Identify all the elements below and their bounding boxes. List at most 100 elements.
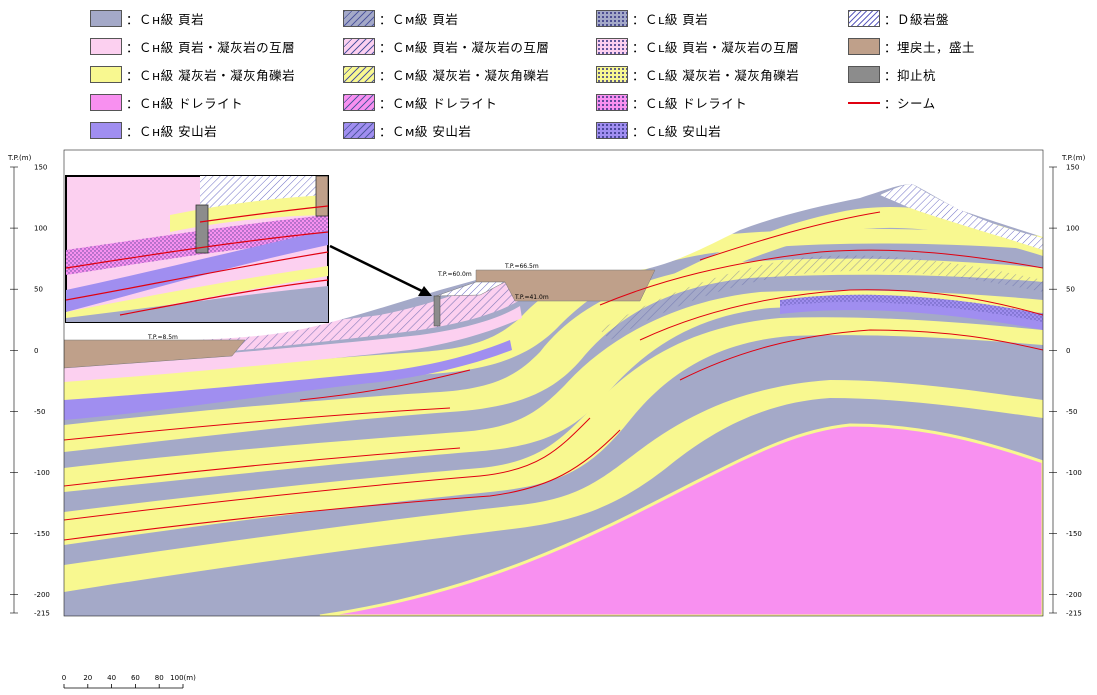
legend-label: ：シーム	[884, 95, 936, 111]
tuff-layer	[640, 207, 1043, 300]
elevation-label-8: T.P.=8.5m	[147, 334, 178, 341]
andesite-layer	[64, 340, 512, 420]
axis-tick-label: 150	[34, 164, 47, 172]
legend-swatch	[596, 9, 628, 27]
scale-tick-label: 20	[83, 674, 92, 682]
legend-swatch	[90, 65, 122, 83]
legend-item: ：シーム	[848, 92, 936, 112]
legend-swatch	[343, 37, 375, 55]
axis-tick-label: -50	[34, 408, 45, 416]
axis-tick-label: 0	[1066, 347, 1070, 355]
legend-label: ：Ｃʜ級 凝灰岩・凝灰角礫岩	[126, 67, 296, 83]
interbedded-layer	[64, 306, 522, 382]
legend-label: ：Ｃʟ級 頁岩・凝灰岩の互層	[632, 39, 800, 55]
axis-unit-label: T.P.(m)	[1061, 154, 1086, 162]
legend-label: ：Ｃᴍ級 凝灰岩・凝灰角礫岩	[379, 67, 550, 83]
elevation-label-60: T.P.=60.0m	[437, 271, 472, 278]
axis-unit-label: T.P.(m)	[7, 154, 32, 162]
restraining-pile	[433, 295, 441, 327]
axis-tick-label: 150	[1066, 164, 1079, 172]
axis-tick-label: -200	[34, 591, 50, 599]
legend-label: ：Ｃʜ級 安山岩	[126, 123, 218, 139]
elevation-label-66: T.P.=66.5m	[504, 263, 539, 270]
legend-item: ：Ｄ級岩盤	[848, 8, 949, 28]
axis-tick-label: -150	[34, 530, 50, 538]
legend-item: ：埋戻土，盛土	[848, 36, 975, 56]
legend-item: ：Ｃᴍ級 凝灰岩・凝灰角礫岩	[343, 64, 549, 84]
legend-swatch	[90, 93, 122, 111]
legend-swatch	[596, 65, 628, 83]
legend-label: ：Ｄ級岩盤	[884, 11, 950, 27]
legend-label: ：Ｃʟ級 ドレライト	[632, 95, 748, 111]
tuff-layer	[64, 290, 1043, 492]
legend-label: ：Ｃʜ級 頁岩	[126, 11, 205, 27]
legend-swatch	[90, 37, 122, 55]
legend-swatch	[596, 93, 628, 111]
legend-item: ：Ｃʜ級 凝灰岩・凝灰角礫岩	[90, 64, 295, 84]
legend-item: ：Ｃʟ級 安山岩	[596, 120, 721, 140]
axis-tick-label: -215	[1066, 610, 1082, 618]
axis-tick-label: -100	[1066, 469, 1082, 477]
legend-swatch	[90, 121, 122, 139]
tuff-layer	[64, 228, 1043, 402]
legend-label: ：Ｃᴍ級 頁岩	[379, 11, 459, 27]
legend-item: ：Ｃᴍ級 安山岩	[343, 120, 471, 140]
scale-tick-label: 40	[107, 674, 116, 682]
fill-soil	[435, 281, 506, 297]
legend-label: ：Ｃʟ級 頁岩	[632, 11, 709, 27]
axis-tick-label: -200	[1066, 591, 1082, 599]
tuff-layer	[64, 258, 1043, 452]
section-frame	[63, 149, 1044, 617]
legend-label: ：Ｃᴍ級 頁岩・凝灰岩の互層	[379, 39, 550, 55]
legend-label: ：埋戻土，盛土	[884, 39, 976, 55]
legend-item: ：Ｃʟ級 頁岩	[596, 8, 708, 28]
axis-tick-label: -150	[1066, 530, 1082, 538]
left-axis: T.P.(m)150 100 50 0 -50 -100 -150 -200 -215	[7, 154, 50, 618]
legend-item: ：Ｃʟ級 頁岩・凝灰岩の互層	[596, 36, 799, 56]
axis-tick-label: -100	[34, 469, 50, 477]
legend-label: ：抑止杭	[884, 67, 937, 83]
legend-swatch	[596, 121, 628, 139]
shale-layer	[780, 294, 1043, 322]
legend-item: ：Ｃᴍ級 頁岩	[343, 8, 458, 28]
axis-tick-label: 100	[1066, 225, 1079, 233]
inset-arrow	[329, 244, 432, 296]
legend-item: ：Ｃʟ級 凝灰岩・凝灰角礫岩	[596, 64, 799, 84]
scale-tick-label: 0	[62, 674, 66, 682]
tuff-layer	[64, 317, 1043, 545]
legend-swatch	[343, 93, 375, 111]
axis-tick-label: 50	[34, 286, 43, 294]
legend-swatch	[848, 94, 880, 111]
axis-tick-label: -50	[1066, 408, 1077, 416]
legend-swatch	[343, 65, 375, 83]
scale-tick-label: 100(m)	[170, 674, 196, 682]
legend-swatch	[848, 37, 880, 55]
legend-item: ：Ｃʜ級 頁岩・凝灰岩の互層	[90, 36, 295, 56]
scale-bar: 0 20 40 60 80 100(m)	[62, 674, 196, 689]
tuff-layer	[600, 255, 1043, 340]
right-axis: T.P.(m) 150 100 50 0 -50 -100 -150 -200 -215	[1049, 154, 1086, 618]
legend-label: ：Ｃʟ級 凝灰岩・凝灰角礫岩	[632, 67, 800, 83]
axis-tick-label: 50	[1066, 286, 1075, 294]
d-class-rock	[880, 184, 1043, 250]
legend-swatch	[596, 37, 628, 55]
elevation-label-41: T.P.=41.0m	[514, 294, 549, 301]
scale-tick-label: 60	[131, 674, 140, 682]
legend-swatch	[848, 65, 880, 83]
legend-swatch	[343, 121, 375, 139]
axis-tick-label: 0	[34, 347, 38, 355]
axis-tick-label: -215	[34, 610, 50, 618]
axis-tick-label: 100	[34, 225, 47, 233]
dolerite-intrusion	[319, 423, 1043, 616]
scale-tick-label: 80	[155, 674, 164, 682]
legend-swatch	[90, 9, 122, 27]
legend-item: ：Ｃʟ級 ドレライト	[596, 92, 747, 112]
legend-item: ：抑止杭	[848, 64, 936, 84]
legend-label: ：Ｃʜ級 ドレライト	[126, 95, 244, 111]
legend-label: ：Ｃᴍ級 安山岩	[379, 123, 472, 139]
detail-inset	[65, 175, 329, 323]
fill-soil	[64, 339, 246, 369]
legend-item: ：Ｃᴍ級 ドレライト	[343, 92, 497, 112]
legend-label: ：Ｃʟ級 安山岩	[632, 123, 722, 139]
